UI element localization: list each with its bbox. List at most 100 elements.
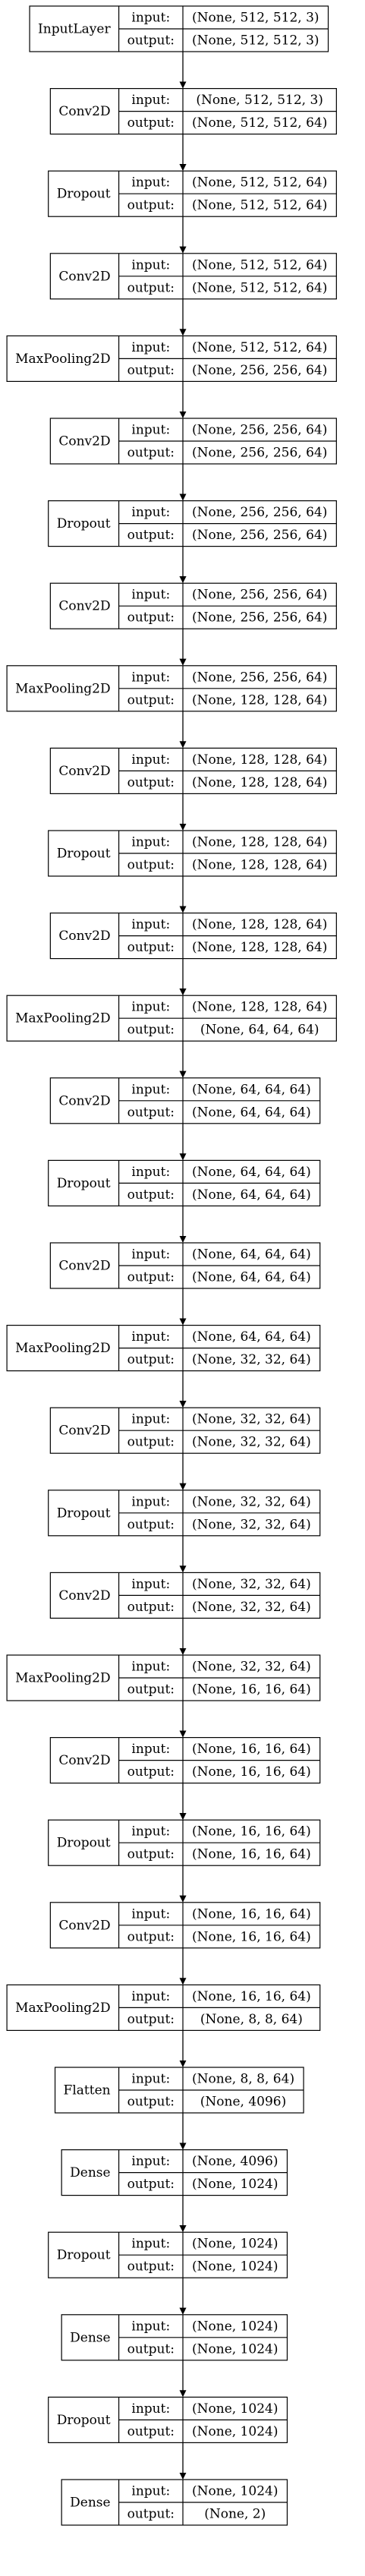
output-label: output: [127, 33, 175, 49]
input-shape: (None, 1024) [192, 2319, 278, 2334]
layer-name: MaxPooling2D [15, 681, 111, 696]
input-shape: (None, 64, 64, 64) [192, 1165, 311, 1180]
output-label: output: [127, 1352, 175, 1367]
input-label: input: [131, 1082, 170, 1097]
layer-name: MaxPooling2D [15, 1011, 111, 1026]
layer-name: Conv2D [58, 434, 110, 449]
input-label: input: [131, 1824, 170, 1840]
input-shape: (None, 1024) [192, 2484, 278, 2499]
output-label: output: [127, 2341, 175, 2357]
output-shape: (None, 512, 512, 3) [192, 33, 319, 49]
layer-name: Dropout [57, 1836, 111, 1851]
output-label: output: [127, 2259, 175, 2275]
input-label: input: [131, 670, 170, 685]
input-shape: (None, 64, 64, 64) [192, 1082, 311, 1097]
output-label: output: [127, 115, 175, 131]
input-label: input: [131, 1989, 170, 2004]
output-label: output: [127, 2424, 175, 2439]
input-shape: (None, 256, 256, 64) [192, 423, 327, 438]
input-shape: (None, 16, 16, 64) [192, 1742, 311, 1757]
output-label: output: [127, 1105, 175, 1120]
input-shape: (None, 1024) [192, 2401, 278, 2417]
input-shape: (None, 32, 32, 64) [192, 1412, 311, 1427]
output-shape: (None, 32, 32, 64) [192, 1600, 311, 1615]
input-shape: (None, 128, 128, 64) [192, 752, 327, 768]
input-label: input: [131, 505, 170, 520]
output-shape: (None, 8, 8, 64) [200, 2012, 303, 2027]
layer-name: Dropout [57, 1176, 111, 1191]
input-label: input: [131, 917, 170, 932]
layer-name: Conv2D [58, 929, 110, 944]
input-label: input: [131, 175, 170, 191]
output-label: output: [127, 2507, 175, 2522]
layer-name: Dropout [57, 847, 111, 862]
output-shape: (None, 1024) [192, 2424, 278, 2439]
input-shape: (None, 512, 512, 64) [192, 257, 327, 273]
layer-name: MaxPooling2D [15, 2001, 111, 2016]
input-shape: (None, 32, 32, 64) [192, 1494, 311, 1509]
input-shape: (None, 128, 128, 64) [192, 917, 327, 932]
input-label: input: [131, 2237, 170, 2252]
layer-name: Conv2D [58, 104, 110, 119]
output-label: output: [127, 1187, 175, 1203]
output-shape: (None, 256, 256, 64) [192, 363, 327, 378]
input-label: input: [131, 2154, 170, 2169]
output-shape: (None, 128, 128, 64) [192, 858, 327, 873]
output-label: output: [127, 610, 175, 626]
layer-name: Dropout [57, 1506, 111, 1521]
input-label: input: [131, 257, 170, 273]
layer-name: Conv2D [58, 1259, 110, 1274]
input-label: input: [131, 1906, 170, 1922]
output-label: output: [127, 1929, 175, 1944]
input-shape: (None, 128, 128, 64) [192, 835, 327, 850]
input-label: input: [131, 340, 170, 355]
output-shape: (None, 1024) [192, 2341, 278, 2357]
output-shape: (None, 128, 128, 64) [192, 775, 327, 790]
output-label: output: [127, 2177, 175, 2192]
layer-name: Dense [70, 2496, 110, 2511]
output-shape: (None, 16, 16, 64) [192, 1682, 311, 1698]
input-label: input: [131, 1742, 170, 1757]
output-shape: (None, 32, 32, 64) [192, 1352, 311, 1367]
layer-name: Dense [70, 2165, 110, 2180]
input-shape: (None, 16, 16, 64) [192, 1824, 311, 1840]
input-shape: (None, 32, 32, 64) [192, 1660, 311, 1675]
output-shape: (None, 64, 64, 64) [192, 1105, 311, 1120]
output-label: output: [127, 775, 175, 790]
output-shape: (None, 1024) [192, 2177, 278, 2192]
input-label: input: [131, 423, 170, 438]
input-shape: (None, 1024) [192, 2237, 278, 2252]
output-shape: (None, 2) [204, 2507, 266, 2522]
input-label: input: [131, 11, 170, 26]
output-shape: (None, 32, 32, 64) [192, 1435, 311, 1450]
input-shape: (None, 512, 512, 3) [196, 93, 323, 108]
input-shape: (None, 32, 32, 64) [192, 1577, 311, 1592]
input-shape: (None, 256, 256, 64) [192, 505, 327, 520]
input-label: input: [131, 835, 170, 850]
output-shape: (None, 128, 128, 64) [192, 940, 327, 955]
input-label: input: [131, 1660, 170, 1675]
layer-name: MaxPooling2D [15, 1671, 111, 1686]
input-shape: (None, 64, 64, 64) [192, 1247, 311, 1263]
input-shape: (None, 256, 256, 64) [192, 670, 327, 685]
